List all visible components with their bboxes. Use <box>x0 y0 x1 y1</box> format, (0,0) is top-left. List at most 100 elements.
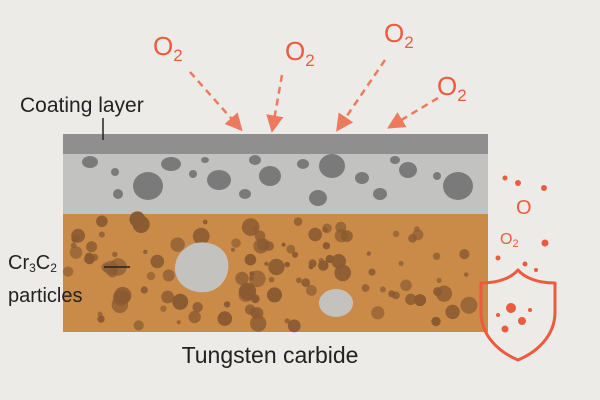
carbide-particle <box>296 277 302 284</box>
carbide-particle <box>379 286 386 293</box>
bubble <box>496 313 500 317</box>
coating-layer <box>63 134 488 214</box>
carbide-particle <box>235 271 249 286</box>
bubble <box>501 325 509 333</box>
carbide-particle <box>223 301 231 308</box>
carbide-particle <box>143 249 148 254</box>
carbide-particle <box>250 315 267 332</box>
carbide-particle <box>398 260 404 267</box>
carbide-particle <box>287 319 301 333</box>
carbide-particle <box>284 318 290 324</box>
coating-pores <box>82 154 473 206</box>
coating-pore <box>133 172 163 200</box>
carbide-particle <box>172 293 189 310</box>
carbide-particle <box>414 294 427 307</box>
coating-pore <box>297 159 309 169</box>
carbide-particle <box>231 238 241 248</box>
carbide-particle <box>306 285 317 296</box>
bubble <box>522 261 528 267</box>
carbide-particle <box>322 227 328 233</box>
carbide-particle <box>308 264 314 270</box>
carbide-particle <box>459 249 470 260</box>
carbide-particle <box>460 296 478 314</box>
carbide-particle <box>86 241 98 253</box>
carbide-particle <box>69 246 83 259</box>
carbide-particle <box>436 277 442 283</box>
carbide-particle <box>445 304 460 320</box>
carbide-particle <box>241 218 260 236</box>
bubble <box>518 317 526 325</box>
coating-pore <box>443 172 473 200</box>
carbide-particle <box>368 268 376 276</box>
bubble-label: O <box>516 197 532 219</box>
carbide-particle <box>264 261 269 266</box>
bubble <box>502 175 508 181</box>
carbide-particle <box>284 261 291 268</box>
coating-pore <box>189 170 197 178</box>
carbide-particle <box>392 230 400 237</box>
carbide-particle <box>267 287 282 303</box>
carbide-particle <box>308 227 323 242</box>
oxygen-label: O2 <box>153 31 183 65</box>
particles-label: Cr3C2 particles <box>8 249 82 310</box>
carbide-particle <box>231 247 235 252</box>
carbide-particle <box>291 251 299 258</box>
particles-word: particles <box>8 285 83 307</box>
bubble <box>515 180 521 186</box>
carbide-particle <box>371 306 385 320</box>
carbide-particle <box>170 237 185 252</box>
carbide-particle <box>431 316 441 327</box>
carbide-particle <box>408 233 417 243</box>
coating-pore <box>201 157 209 163</box>
carbide-particle <box>192 302 203 313</box>
coating-pore <box>249 155 261 165</box>
carbide-particle <box>331 253 347 269</box>
coating-pore <box>207 170 231 190</box>
carbide-particle <box>286 244 296 254</box>
carbide-particle <box>322 242 331 250</box>
carbide-particle <box>97 315 105 323</box>
coating-top-band <box>63 134 488 154</box>
coating-pore <box>239 189 251 199</box>
substrate-label: Tungsten carbide <box>181 342 359 368</box>
carbide-particle <box>388 290 396 298</box>
carbide-particle <box>334 264 352 282</box>
carbide-particle <box>97 311 103 317</box>
bubble <box>528 308 532 312</box>
carbide-particle <box>301 278 311 288</box>
carbide-particle <box>161 290 175 304</box>
carbide-particle <box>432 252 441 260</box>
carbide-particle <box>400 279 412 292</box>
dashed-arrow-icon <box>266 74 284 133</box>
carbide-particle <box>98 231 105 238</box>
dashed-arrow-icon <box>189 71 243 132</box>
oxygen-label: O2 <box>437 71 467 105</box>
coating-pore <box>161 157 181 171</box>
carbide-particle <box>293 217 303 226</box>
carbide-particle <box>405 293 417 305</box>
bubble <box>495 255 501 261</box>
carbide-particle <box>70 242 77 249</box>
coating-pore <box>390 156 400 164</box>
large-grain-2 <box>319 289 353 317</box>
carbide-particle <box>318 260 329 271</box>
carbide-particle <box>238 287 254 303</box>
carbide-particle <box>217 311 233 326</box>
particles-formula: Cr3C2 <box>8 252 57 275</box>
carbide-particle <box>366 251 371 256</box>
bubble <box>541 185 547 191</box>
carbide-particle <box>281 242 286 247</box>
dashed-arrow-icon <box>386 96 439 129</box>
carbide-particle <box>133 320 144 331</box>
carbide-particle <box>361 284 370 292</box>
carbide-particle <box>84 252 94 262</box>
carbide-particle <box>268 276 275 283</box>
carbide-particle <box>160 305 167 312</box>
substrate-layer <box>62 211 488 333</box>
carbide-particle <box>188 310 201 324</box>
coating-pore <box>399 162 417 178</box>
oxygen-label: O2 <box>285 36 315 70</box>
substrate-particles <box>62 211 478 333</box>
coating-pore <box>309 190 327 206</box>
